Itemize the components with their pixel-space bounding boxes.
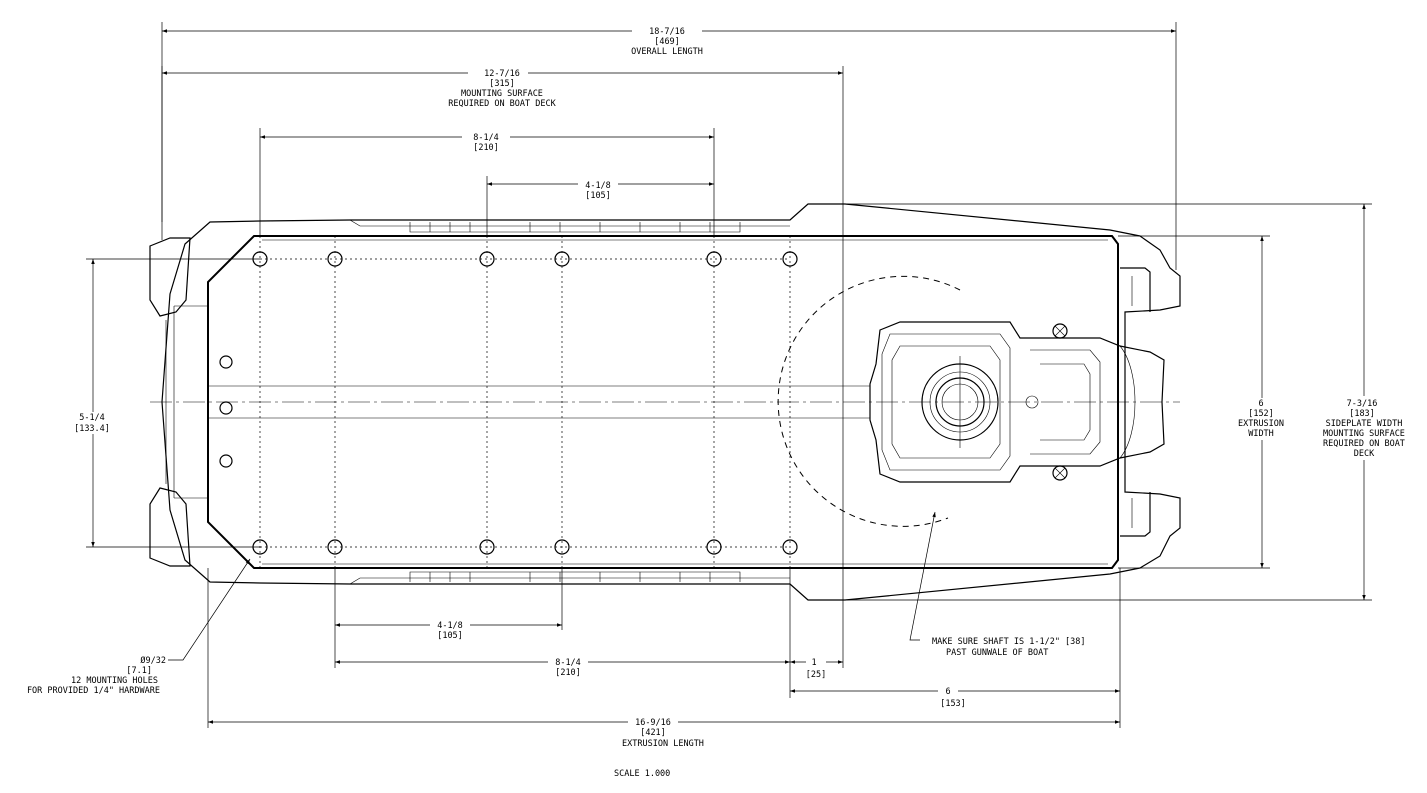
extrusion-length-mm: [421] — [640, 728, 666, 738]
shaft-collar — [777, 275, 1165, 527]
top-spacing-frac: 8-1/4 — [473, 133, 499, 143]
bottom-spacing-mm: [210] — [555, 668, 581, 678]
sideplate-width-label-2: MOUNTING SURFACE — [1323, 429, 1405, 439]
mounting-surface-mm: [315] — [489, 79, 515, 89]
scale-label: SCALE 1.000 — [614, 769, 670, 779]
sideplate-width-label-4: DECK — [1354, 449, 1375, 459]
extrusion-width-label-1: EXTRUSION — [1238, 419, 1284, 429]
bottom-small-spacing-frac: 4-1/8 — [437, 621, 463, 631]
top-spacing-mm: [210] — [473, 143, 499, 153]
mounting-surface-label-2: REQUIRED ON BOAT DECK — [448, 99, 556, 109]
overall-length-mm: [469] — [654, 37, 680, 47]
offset-one-mm: [25] — [806, 670, 826, 680]
hole-width-mm: [133.4] — [74, 424, 110, 434]
extrusion-length-frac: 16-9/16 — [635, 718, 671, 728]
mounting-surface-frac: 12-7/16 — [484, 69, 520, 79]
mounting-hole-mm: [7.1] — [126, 666, 152, 676]
extrusion-width-label-2: WIDTH — [1248, 429, 1274, 439]
mounting-hole-label-2: FOR PROVIDED 1/4" HARDWARE — [27, 686, 160, 696]
shaft-note: MAKE SURE SHAFT IS 1-1/2" [38] PAST GUNW… — [932, 637, 1086, 658]
sideplate-width-label-3: REQUIRED ON BOAT — [1323, 439, 1405, 449]
mount-body — [149, 203, 1181, 601]
mounting-holes — [252, 236, 798, 568]
mounting-hole-dia: Ø9/32 — [140, 655, 166, 666]
overall-length-frac: 18-7/16 — [649, 27, 685, 37]
sideplate-width-mm: [183] — [1349, 409, 1375, 419]
offset-six-frac: 6 — [945, 687, 950, 697]
mounting-hole-callout: Ø9/32 [7.1] 12 MOUNTING HOLES FOR PROVID… — [27, 655, 166, 696]
extension-lines — [86, 22, 1372, 728]
mounting-hole-label-1: 12 MOUNTING HOLES — [71, 676, 158, 686]
shaft-note-line-2: PAST GUNWALE OF BOAT — [946, 648, 1048, 658]
sideplate-width-label-1: SIDEPLATE WIDTH — [1326, 419, 1403, 429]
dimension-labels: 18-7/16 [469] OVERALL LENGTH 12-7/16 [31… — [72, 22, 1410, 749]
bottom-spacing-frac: 8-1/4 — [555, 658, 581, 668]
overall-length-label: OVERALL LENGTH — [631, 47, 703, 57]
top-small-spacing-frac: 4-1/8 — [585, 181, 611, 191]
dimension-lines — [91, 29, 1366, 724]
top-small-spacing-mm: [105] — [585, 191, 611, 201]
extrusion-width-mm: [152] — [1248, 409, 1274, 419]
extrusion-width-frac: 6 — [1258, 399, 1263, 409]
bottom-small-spacing-mm: [105] — [437, 631, 463, 641]
sideplate-width-frac: 7-3/16 — [1347, 399, 1378, 409]
extrusion-length-label: EXTRUSION LENGTH — [622, 739, 704, 749]
offset-one-frac: 1 — [811, 658, 816, 668]
hole-width-frac: 5-1/4 — [79, 413, 105, 423]
mounting-surface-label-1: MOUNTING SURFACE — [461, 89, 543, 99]
shaft-note-line-1: MAKE SURE SHAFT IS 1-1/2" [38] — [932, 637, 1086, 647]
offset-six-mm: [153] — [940, 699, 966, 709]
